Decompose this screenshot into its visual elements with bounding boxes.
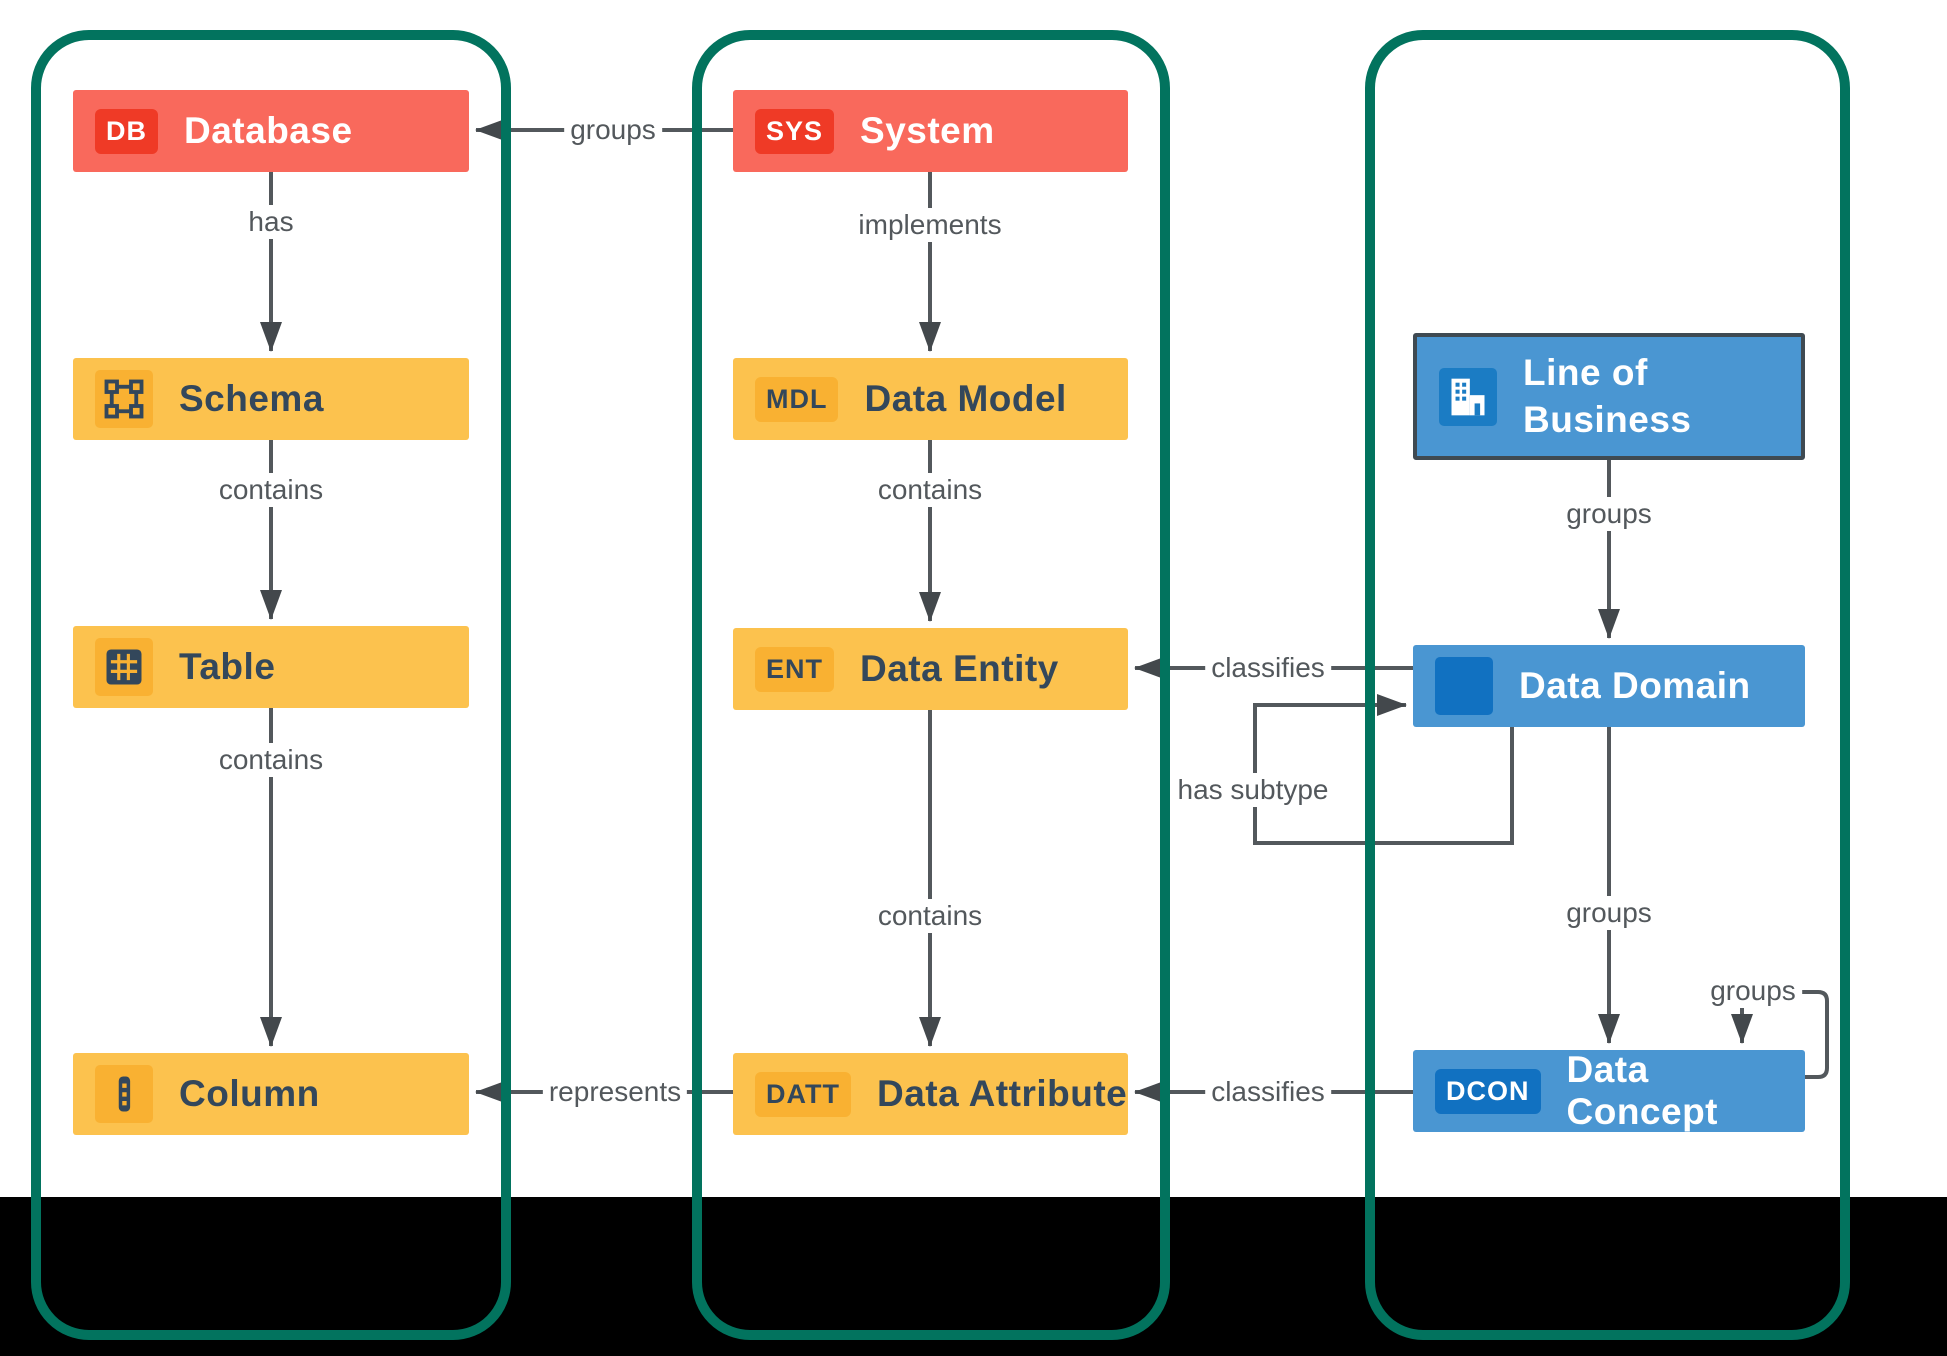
data-concept-badge: DCON (1435, 1068, 1541, 1114)
node-schema-label: Schema (179, 378, 324, 419)
node-data-model-label: Data Model (864, 378, 1067, 419)
node-data-entity-label: Data Entity (860, 648, 1059, 689)
node-data-domain-label: Data Domain (1519, 665, 1751, 706)
node-data-concept[interactable]: DCON Data Concept (1413, 1049, 1805, 1132)
table-icon (95, 638, 153, 696)
edge-label-has: has (242, 205, 300, 239)
node-database-label: Database (184, 110, 353, 151)
node-data-attribute[interactable]: DATT Data Attribute (733, 1053, 1128, 1135)
edge-label-represents: represents (542, 1075, 688, 1109)
edge-label-contains: contains (871, 899, 989, 933)
node-system[interactable]: SYS System (733, 90, 1128, 172)
node-table-label: Table (179, 646, 276, 687)
edge-label-classifies: classifies (1205, 651, 1331, 685)
bottom-black-band (0, 1197, 1947, 1356)
edge-data-domain-self-loop (1253, 694, 1514, 845)
edge-label-groups: groups (1704, 974, 1802, 1008)
node-column-label: Column (179, 1073, 320, 1114)
node-data-entity[interactable]: ENT Data Entity (733, 628, 1128, 710)
node-data-attribute-label: Data Attribute (876, 1073, 1128, 1114)
node-data-domain[interactable]: Data Domain (1413, 645, 1805, 727)
node-data-model[interactable]: MDL Data Model (733, 358, 1128, 440)
edge-label-contains: contains (212, 473, 330, 507)
data-attribute-badge: DATT (755, 1071, 851, 1117)
edge-label-groups: groups (1560, 896, 1658, 930)
building-icon (1439, 367, 1497, 426)
node-data-concept-label: Data Concept (1566, 1049, 1718, 1132)
edge-label-classifies: classifies (1205, 1075, 1331, 1109)
edge-label-groups: groups (564, 113, 662, 147)
node-column[interactable]: Column (73, 1053, 469, 1135)
edge-label-implements: implements (852, 208, 1008, 242)
edge-label-groups: groups (1560, 497, 1658, 531)
node-table[interactable]: Table (73, 626, 469, 708)
edge-label-contains: contains (212, 743, 330, 777)
column-icon (95, 1065, 153, 1123)
schema-icon (95, 370, 153, 428)
node-line-of-business-label: Line of Business (1523, 352, 1692, 440)
node-schema[interactable]: Schema (73, 358, 469, 440)
data-entity-badge: ENT (755, 646, 834, 692)
database-badge: DB (95, 108, 158, 154)
edge-label-contains: contains (871, 473, 989, 507)
square-icon (1435, 657, 1493, 715)
edge-data-concept-self-loop (1731, 990, 1829, 1079)
node-line-of-business[interactable]: Line of Business (1413, 333, 1805, 460)
data-model-badge: MDL (755, 376, 839, 422)
edge-label-has-subtype: has subtype (1171, 773, 1335, 807)
system-badge: SYS (755, 108, 835, 154)
node-system-label: System (860, 110, 995, 151)
node-database[interactable]: DB Database (73, 90, 469, 172)
